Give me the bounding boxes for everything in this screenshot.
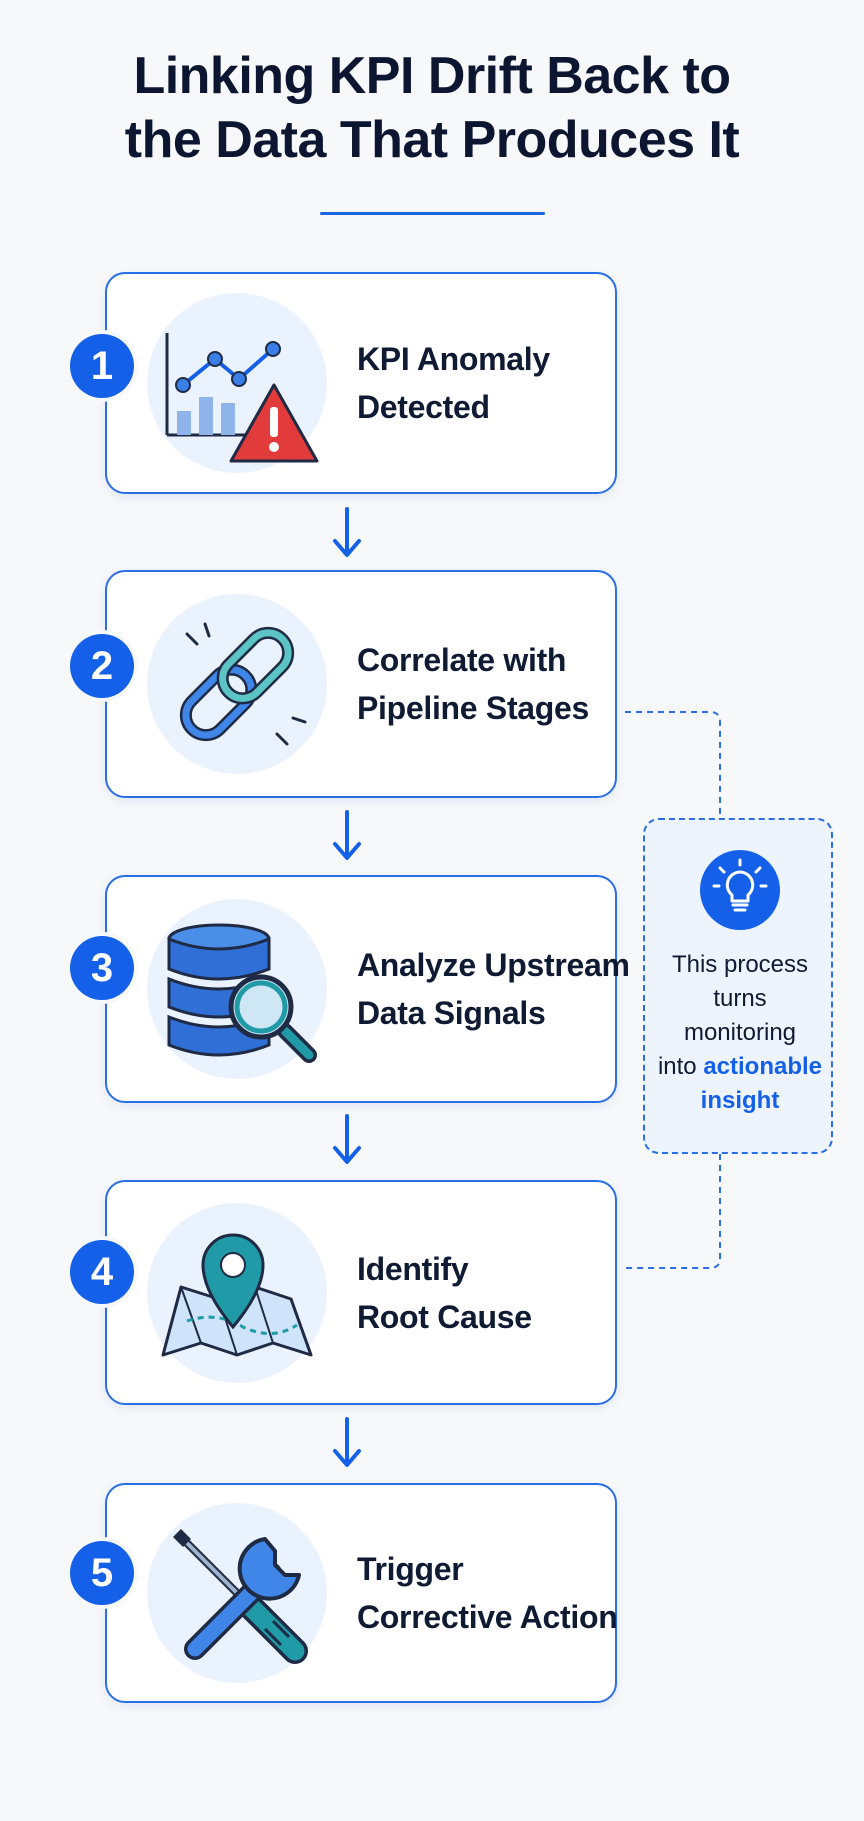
step-card-5: Trigger Corrective Action [105, 1483, 618, 1703]
step-badge-3: 3 [70, 936, 134, 1000]
step-label-3: Analyze Upstream Data Signals [357, 947, 630, 1031]
step-badge-5: 5 [70, 1541, 134, 1605]
tools-icon [147, 1503, 327, 1683]
step-badge-1: 1 [70, 334, 134, 398]
page-title: Linking KPI Drift Back to the Data That … [0, 44, 864, 172]
map-pin-icon [147, 1202, 327, 1383]
insight-note-text: This process turns monitoring into actio… [657, 951, 823, 1114]
step-label-1: KPI Anomaly Detected [357, 341, 550, 425]
step-badge-2: 2 [70, 634, 134, 698]
arrow-down-icon [333, 507, 361, 557]
database-search-icon [147, 899, 327, 1079]
title-line-2: the Data That Produces It [124, 111, 740, 169]
step-card-4: Identify Root Cause [105, 1180, 617, 1405]
arrow-down-icon [333, 810, 361, 860]
step-card-3: Analyze Upstream Data Signals [105, 875, 630, 1103]
step-label-5: Trigger Corrective Action [357, 1551, 618, 1635]
arrow-down-icon [333, 1417, 361, 1467]
title-line-1: Linking KPI Drift Back to [133, 47, 731, 105]
lightbulb-icon [700, 850, 780, 930]
step-label-2: Correlate with Pipeline Stages [357, 642, 590, 726]
step-label-4: Identify Root Cause [357, 1250, 532, 1335]
step-card-1: KPI Anomaly Detected [105, 272, 617, 494]
chart-alert-icon [147, 293, 327, 473]
insight-note: This process turns monitoring into actio… [643, 818, 833, 1154]
title-underline [320, 212, 545, 215]
step-badge-4: 4 [70, 1240, 134, 1304]
step-card-2: Correlate with Pipeline Stages [105, 570, 617, 798]
arrow-down-icon [333, 1114, 361, 1164]
chain-link-icon [147, 594, 327, 774]
